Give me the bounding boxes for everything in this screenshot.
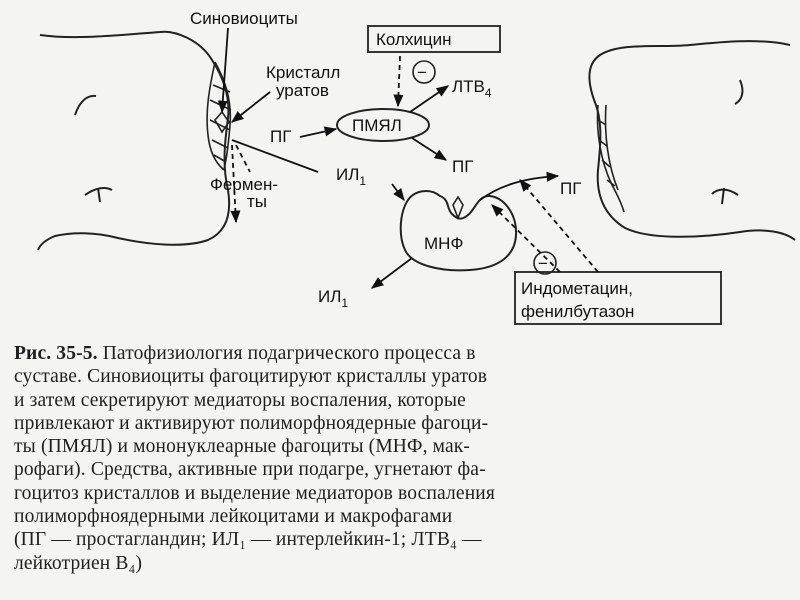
- crystal-in-macrophage: [452, 195, 464, 221]
- pg-left-label: ПГ: [270, 127, 291, 146]
- crystal-label-line1: Кристалл: [266, 63, 340, 82]
- left-joint-bone: [37, 30, 231, 251]
- pmnl-label: ПМЯЛ: [352, 116, 402, 135]
- ltb4-label: ЛТВ4: [452, 77, 492, 100]
- macrophage-shape: [399, 190, 518, 272]
- il1-bottom-subscript: 1: [341, 296, 348, 310]
- colchicine-inhibit-circle: [412, 60, 436, 84]
- colchicine-label: Колхицин: [376, 30, 452, 49]
- il1-bottom-label: ИЛ1: [318, 287, 348, 310]
- caption-line-5: ты (ПМЯЛ) и мононуклеарные фагоциты (МНФ…: [14, 436, 471, 458]
- pmnl-cell: [336, 108, 430, 142]
- arrows: [217, 27, 599, 289]
- left-synovial-lining: [206, 61, 232, 171]
- il1-top-text: ИЛ: [336, 165, 359, 184]
- caption-line-2: суставе. Синовиоциты фагоцитируют криста…: [14, 366, 488, 388]
- caption-line-1-text: Патофизиология подагрического процесса в: [97, 343, 476, 364]
- il1-bottom-text: ИЛ: [318, 287, 341, 306]
- caption-line-7: гоцитоз кристаллов и выделение медиаторо…: [14, 482, 495, 504]
- enzymes-label-line2: ты: [247, 192, 267, 211]
- caption-line-8: полиморфноядерными лейкоцитами и макрофа…: [14, 506, 453, 528]
- caption-line-3: и затем секретируют медиаторы воспаления…: [14, 389, 466, 411]
- caption-line-4: привлекают и активируют полиморфноядерны…: [14, 412, 489, 434]
- il1-top-subscript: 1: [359, 174, 366, 188]
- gout-pathophysiology-diagram: Синовиоциты Колхицин − Кристалл уратов Л…: [37, 9, 796, 325]
- colchicine-minus: −: [417, 63, 427, 82]
- caption-line-1: Рис. 35-5. Патофизиология подагрического…: [14, 342, 790, 365]
- drugs-label-line2: фенилбутазон: [521, 302, 634, 321]
- drugs-inhibit-circle: [533, 251, 557, 275]
- drugs-minus: −: [538, 254, 548, 273]
- drugs-label-line1: Индометацин,: [521, 279, 633, 298]
- pg-right-label: ПГ: [560, 179, 581, 198]
- caption-line-9: (ПГ — простагландин; ИЛ₁ — интерлейкин-1…: [14, 529, 482, 551]
- il1-top-label: ИЛ1: [336, 165, 366, 188]
- caption-line-10: лейкотриен В₄): [14, 552, 143, 574]
- colchicine-box: [367, 25, 501, 53]
- right-joint-bone: [588, 40, 796, 241]
- right-synovial-lining: [596, 104, 625, 213]
- drugs-box: [514, 271, 722, 325]
- enzymes-label-line1: Фермен-: [210, 175, 278, 194]
- mnf-label: МНФ: [424, 234, 463, 253]
- figure-caption: Рис. 35-5. Патофизиология подагрического…: [14, 342, 790, 575]
- caption-line-6: рофаги). Средства, активные при подагре,…: [14, 459, 486, 481]
- synoviocytes-label: Синовиоциты: [190, 9, 298, 28]
- figure-number: Рис. 35-5.: [14, 343, 98, 364]
- ltb4-text: ЛТВ: [452, 77, 485, 96]
- crystal-label-line2: уратов: [276, 81, 329, 100]
- ltb4-subscript: 4: [485, 86, 492, 100]
- pg-middle-label: ПГ: [452, 157, 473, 176]
